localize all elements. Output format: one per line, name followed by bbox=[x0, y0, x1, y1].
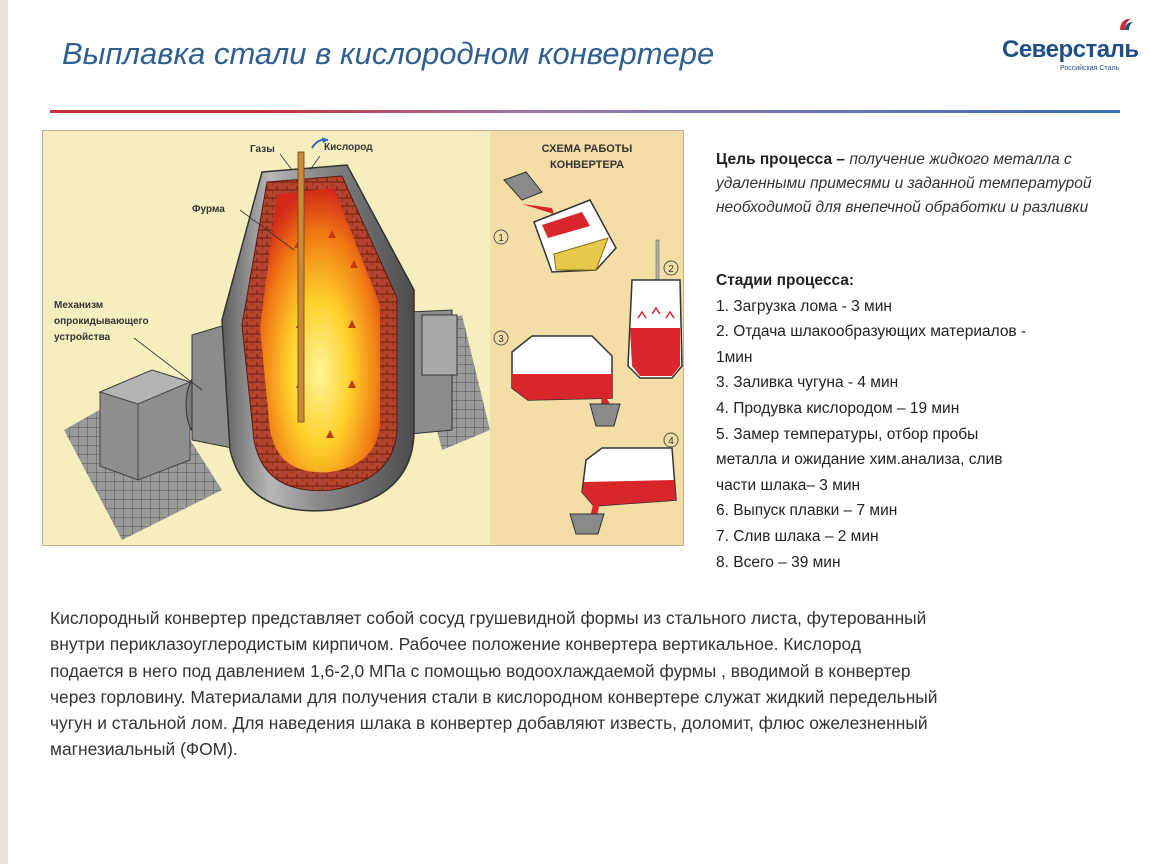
description-line: через горловину. Материалами для получен… bbox=[50, 686, 938, 707]
stage-line: 5. Замер температуры, отбор пробы bbox=[716, 425, 979, 443]
stage-line: 7. Слив шлака – 2 мин bbox=[716, 527, 879, 545]
stage-line: 8. Всего – 39 мин bbox=[716, 553, 841, 571]
stage-line: 6. Выпуск плавки – 7 мин bbox=[716, 502, 898, 520]
stage-line: 2. Отдача шлакообразующих материалов - bbox=[716, 323, 1027, 341]
label-mechanism-line2: опрокидывающего bbox=[54, 316, 149, 327]
stage-line: 3. Заливка чугуна - 4 мин bbox=[716, 374, 899, 392]
description-line: внутри периклазоуглеродистым кирпичом. Р… bbox=[50, 634, 861, 655]
step-number-2: 2 bbox=[668, 264, 674, 275]
stage-line: 1мин bbox=[716, 348, 753, 366]
label-gases: Газы bbox=[250, 144, 275, 155]
stage-line: 1. Загрузка лома - 3 мин bbox=[716, 297, 892, 315]
description-line: магнезиальный (ФОМ). bbox=[50, 739, 238, 760]
stages-title: Стадии процесса: bbox=[716, 272, 855, 289]
severstal-logo: Северсталь Российская Сталь bbox=[998, 16, 1139, 86]
step-number-1: 1 bbox=[498, 233, 504, 244]
scheme-step-4 bbox=[569, 447, 677, 535]
description-line: Кислородный конвертер представляет собой… bbox=[50, 608, 927, 628]
page-title: Выплавка стали в кислородном конвертере bbox=[62, 36, 715, 71]
logo-name: Северсталь bbox=[1002, 36, 1139, 63]
stage-line: металла и ожидание хим.анализа, слив bbox=[716, 451, 1003, 469]
process-goal-text: получение жидкого металла с удаленными п… bbox=[716, 151, 1092, 216]
stage-line: части шлака– 3 мин bbox=[716, 476, 861, 494]
label-mechanism-line3: устройства bbox=[54, 332, 111, 343]
scheme-step-2 bbox=[627, 239, 683, 379]
logo-subtitle: Российская Сталь bbox=[1060, 65, 1120, 72]
description-paragraph: Кислородный конвертер представляет собой… bbox=[50, 605, 1130, 763]
molten-bath bbox=[260, 188, 380, 473]
process-goal: Цель процесса – получение жидкого металл… bbox=[716, 148, 1116, 220]
oxygen-lance bbox=[297, 151, 305, 423]
process-stages: Стадии процесса: 1. Загрузка лома - 3 ми… bbox=[716, 268, 1116, 575]
logo-mark-icon bbox=[1120, 18, 1133, 30]
stage-line: 4. Продувка кислородом – 19 мин bbox=[716, 399, 960, 417]
label-lance: Фурма bbox=[192, 204, 225, 215]
label-mechanism-line1: Механизм bbox=[54, 300, 103, 311]
slide-left-edge bbox=[0, 0, 8, 864]
process-goal-label: Цель процесса – bbox=[716, 151, 846, 168]
description-line: чугун и стальной лом. Для наведения шлак… bbox=[50, 713, 928, 734]
label-oxygen: Кислород bbox=[324, 142, 373, 153]
scheme-title-line1: СХЕМА РАБОТЫ bbox=[542, 143, 633, 155]
description-line: подается в него под давлением 1,6-2,0 МП… bbox=[50, 660, 911, 681]
converter-figure: Газы Кислород Фурма Механизм опрокидываю… bbox=[42, 130, 684, 546]
title-divider bbox=[50, 110, 1120, 113]
step-number-4: 4 bbox=[668, 436, 674, 447]
scheme-title-line2: КОНВЕРТЕРА bbox=[550, 159, 624, 171]
scheme-step-3 bbox=[511, 335, 621, 427]
scheme-step-1 bbox=[503, 171, 617, 273]
step-number-3: 3 bbox=[498, 334, 504, 345]
